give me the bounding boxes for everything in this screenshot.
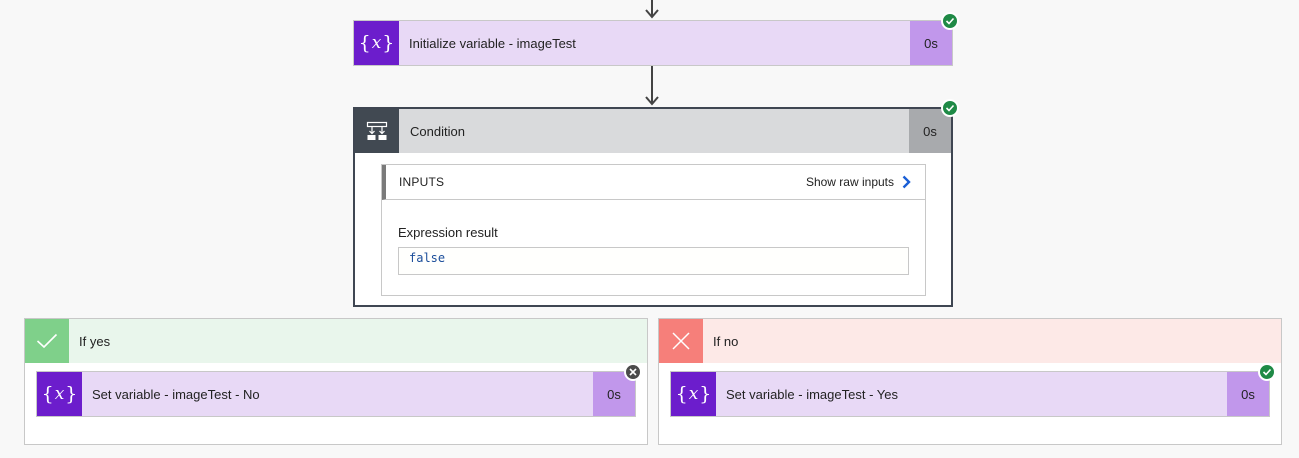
condition-card[interactable]: Condition 0s INPUTS Show raw inputs Expr… [353, 107, 953, 307]
action-card-set-variable-no[interactable]: {x} Set variable - imageTest - No 0s [36, 371, 636, 417]
action-title: Initialize variable - imageTest [409, 35, 576, 51]
variable-icon: {x} [37, 372, 82, 416]
branch-if-yes-header[interactable]: If yes [25, 319, 647, 363]
skipped-x-icon [624, 363, 642, 381]
action-title: Set variable - imageTest - No [92, 386, 260, 402]
action-card-set-variable-yes[interactable]: {x} Set variable - imageTest - Yes 0s [670, 371, 1270, 417]
checkmark-icon [25, 319, 69, 363]
show-raw-inputs-label: Show raw inputs [805, 175, 894, 189]
branch-if-yes-label: If yes [79, 333, 111, 349]
action-card-initialize-variable[interactable]: {x} Initialize variable - imageTest 0s [353, 20, 953, 66]
chevron-right-icon [902, 175, 911, 189]
cross-icon [659, 319, 703, 363]
connector-arrow-top [645, 0, 659, 19]
action-duration: 0s [1227, 372, 1269, 416]
expression-result-label: Expression result [398, 225, 498, 240]
branch-if-no-header[interactable]: If no [659, 319, 1281, 363]
condition-header[interactable]: Condition 0s [355, 109, 951, 153]
condition-duration: 0s [909, 109, 951, 153]
variable-icon: {x} [671, 372, 716, 416]
branch-if-no-label: If no [713, 333, 739, 349]
condition-icon [355, 109, 399, 153]
inputs-header: INPUTS Show raw inputs [382, 165, 925, 200]
inputs-panel: INPUTS Show raw inputs Expression result… [381, 164, 926, 296]
show-raw-inputs-link[interactable]: Show raw inputs [806, 175, 911, 189]
success-check-icon [941, 12, 959, 30]
variable-icon: {x} [354, 21, 399, 65]
condition-title: Condition [410, 123, 465, 139]
action-title: Set variable - imageTest - Yes [726, 386, 898, 402]
success-check-icon [941, 99, 959, 117]
inputs-header-label: INPUTS [399, 175, 445, 189]
expression-result-value: false [398, 247, 909, 275]
success-check-icon [1258, 363, 1276, 381]
connector-arrow [645, 66, 659, 106]
